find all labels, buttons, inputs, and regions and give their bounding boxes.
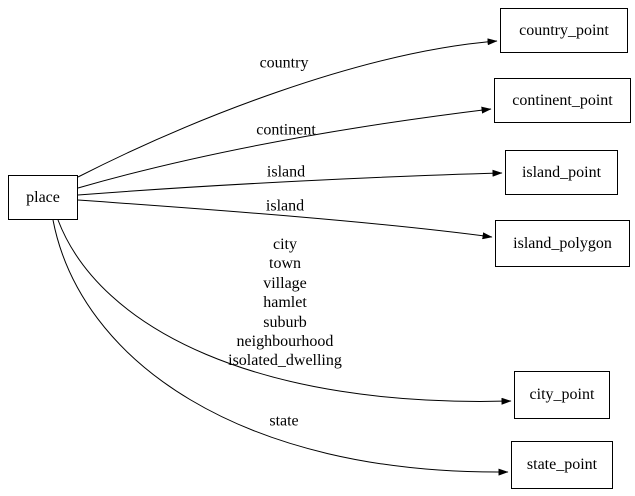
node-place-label: place (26, 188, 60, 206)
node-country_point-label: country_point (519, 21, 609, 39)
node-country_point: country_point (500, 8, 628, 53)
edge-place-state_point (52, 219, 509, 476)
edge-label-island-point: island (266, 163, 306, 181)
node-continent_point-label: continent_point (512, 91, 613, 109)
node-state_point: state_point (511, 441, 613, 489)
node-island_point: island_point (505, 150, 618, 195)
node-island_point-label: island_point (521, 163, 602, 181)
edge-label-island-polygon: island (265, 197, 305, 215)
node-state_point-label: state_point (526, 456, 598, 473)
edge-label-town: town (268, 255, 301, 273)
edge-place-city_point (57, 219, 512, 405)
edge-label-hamlet: hamlet (263, 294, 307, 312)
edge-label-isolated-dwelling: isolated_dwelling (228, 352, 342, 370)
node-city_point-label: city_point (529, 386, 595, 403)
edge-label-city: city (272, 236, 297, 254)
edge-label-state: state (269, 412, 299, 430)
edge-label-suburb: suburb (263, 313, 307, 331)
node-city_point: city_point (514, 371, 610, 419)
node-island_polygon: island_polygon (495, 220, 630, 267)
node-island_polygon-label: island_polygon (513, 234, 612, 252)
edge-label-city-group: city town village hamlet suburb neighbou… (228, 235, 342, 371)
edge-label-continent: continent (256, 121, 316, 139)
edge-place-continent_point (77, 106, 492, 189)
edge-label-village: village (263, 274, 307, 292)
node-place: place (8, 175, 78, 220)
edge-place-island_point (77, 169, 503, 196)
node-continent_point: continent_point (494, 78, 631, 123)
edge-label-neighbourhood: neighbourhood (236, 333, 334, 351)
edge-label-country: country (259, 54, 309, 72)
edge-place-island_polygon (77, 199, 493, 240)
edge-place-country_point (77, 38, 498, 178)
